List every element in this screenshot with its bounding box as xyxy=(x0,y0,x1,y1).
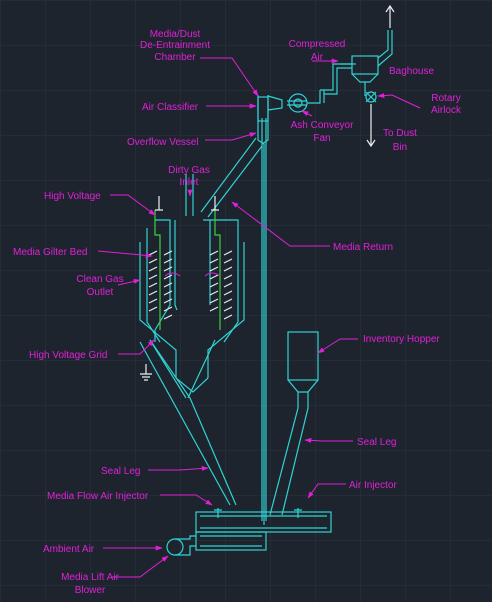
label-air-injector: Air Injector xyxy=(349,480,397,491)
label-high-voltage: High Voltage xyxy=(44,191,101,202)
ash-conveyor-fan xyxy=(287,90,325,113)
label-dust-chamber-1: Media/Dust xyxy=(150,29,201,40)
label-ash-fan-2: Fan xyxy=(313,133,330,144)
label-overflow-vessel: Overflow Vessel xyxy=(127,137,199,148)
label-baghouse: Baghouse xyxy=(389,66,434,77)
label-dirty-gas-2: Inlet xyxy=(180,177,199,188)
label-rotary-airlock-2: Airlock xyxy=(431,105,462,116)
label-media-return: Media Return xyxy=(333,242,393,253)
label-seal-leg-left: Seal Leg xyxy=(101,466,140,477)
label-dust-chamber-2: De-Entrainment xyxy=(140,40,210,51)
label-ambient-air: Ambient Air xyxy=(43,544,95,555)
label-compressed-air-2: Air xyxy=(311,52,324,63)
lift-air-blower xyxy=(166,535,196,556)
media-return-pipe xyxy=(200,137,263,218)
label-seal-leg-right: Seal Leg xyxy=(357,437,396,448)
leader-lines xyxy=(97,57,421,578)
label-to-dust-bin-2: Bin xyxy=(393,142,407,153)
label-media-bed: Media Gilter Bed xyxy=(13,247,87,258)
label-ash-fan-1: Ash Conveyor xyxy=(291,120,354,131)
label-hv-grid: High Voltage Grid xyxy=(29,350,107,361)
labels: Media/Dust De-Entrainment Chamber Compre… xyxy=(13,29,462,596)
label-blower-2: Blower xyxy=(75,585,106,596)
label-dirty-gas-1: Dirty Gas xyxy=(168,165,210,176)
inventory-hopper xyxy=(269,331,319,516)
label-rotary-airlock-1: Rotary xyxy=(431,93,460,104)
label-clean-gas-2: Outlet xyxy=(87,287,114,298)
label-blower-1: Media Lift Air xyxy=(61,572,119,583)
label-air-classifier: Air Classifier xyxy=(142,102,199,113)
rotary-airlock xyxy=(365,91,377,148)
seal-leg-left xyxy=(139,339,237,506)
label-to-dust-bin-1: To Dust xyxy=(383,128,417,139)
label-clean-gas-1: Clean Gas xyxy=(76,274,123,285)
label-inventory-hopper: Inventory Hopper xyxy=(363,334,440,345)
label-compressed-air-1: Compressed xyxy=(289,39,346,50)
ash-exhaust-line xyxy=(257,95,283,525)
label-media-flow-injector: Media Flow Air Injector xyxy=(47,491,149,502)
baghouse-unit xyxy=(320,4,395,96)
label-dust-chamber-3: Chamber xyxy=(154,52,196,63)
manifold xyxy=(195,508,332,551)
